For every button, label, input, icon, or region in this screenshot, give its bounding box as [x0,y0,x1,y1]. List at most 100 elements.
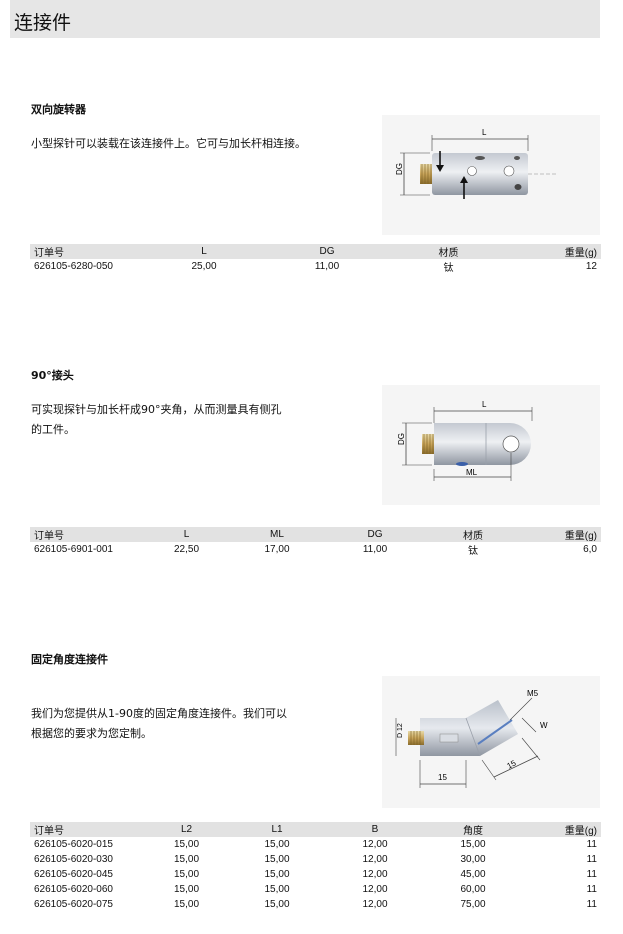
dim-label-l: L [482,400,487,409]
column-header: 重量(g) [522,822,601,837]
column-header: 订单号 [30,527,145,542]
table-row: 626105-6020-060 15,00 15,00 12,00 60,00 11 [30,882,601,897]
table-cell: 30,00 [460,854,486,865]
dim-label-dg: DG [397,433,406,445]
column-header: DG [263,244,391,259]
table-cell: 60,00 [460,884,486,895]
table-cell: 25,00 [191,261,217,272]
desc-line: 我们为您提供从1-90度的固定角度连接件。我们可以 [31,707,287,720]
table-row: 626105-6280-050 25,00 11,00 钛 12 [30,259,601,274]
table-cell: 12,00 [362,854,388,865]
table-cell: 15,00 [173,839,200,850]
spec-table-rotator: 订单号 L DG 材质 重量(g) 626105-6280-050 25,00 … [30,244,601,274]
desc-line: 小型探针可以装载在该连接件上。它可与加长杆相连接。 [31,137,306,150]
table-header-row: 订单号 L DG 材质 重量(g) [30,244,601,259]
column-header: B [326,822,424,837]
table-cell: 15,00 [173,899,200,910]
table-row: 626105-6020-075 15,00 15,00 12,00 75,00 11 [30,897,601,912]
dim-label-d12: D 12 [397,723,404,738]
section-title-rotator: 双向旋转器 [31,103,86,116]
table-header-row: 订单号 L ML DG 材质 重量(g) [30,527,601,542]
page-header: 连接件 [10,0,600,38]
section-desc-90-joint: 可实现探针与加长杆成90°夹角，从而测量具有侧孔 的工件。 [31,400,316,440]
table-cell: 12,00 [362,899,388,910]
table-cell: 12,00 [362,839,388,850]
rotator-figure: L DG [382,115,600,235]
desc-line: 的工件。 [31,423,75,436]
column-header: 角度 [424,822,522,837]
column-header: 订单号 [30,244,145,259]
table-cell: 11,00 [314,261,340,272]
column-header: L [145,527,228,542]
table-cell: 15,00 [264,869,290,880]
column-header: DG [326,527,424,542]
table-cell: 11 [586,869,597,880]
table-cell: 626105-6020-075 [34,899,113,910]
thread [422,434,436,454]
table-cell: 15,00 [264,884,290,895]
fixed-angle-figure: M5 W D 12 15 15 [382,676,600,808]
desc-line: 根据您的要求为您定制。 [31,727,152,740]
joint-body [434,423,531,465]
joint-90-figure: L DG ML [382,385,600,505]
angle-body [420,700,518,756]
table-cell: 15,00 [264,899,290,910]
table-cell: 11 [586,839,597,850]
column-header: 材质 [391,244,506,259]
column-header: 重量(g) [522,527,601,542]
column-header: 材质 [424,527,522,542]
table-cell: 45,00 [460,869,486,880]
table-cell: 11 [586,854,597,865]
spec-table-90-joint: 订单号 L ML DG 材质 重量(g) 626105-6901-001 22,… [30,527,601,557]
table-cell: 75,00 [460,899,486,910]
table-cell: 15,00 [460,839,486,850]
table-cell: 6,0 [583,544,597,555]
table-cell: 12,00 [362,869,388,880]
table-cell: 15,00 [173,884,200,895]
section-title-fixed-angle: 固定角度连接件 [31,653,108,666]
column-header: 重量(g) [506,244,601,259]
section-desc-rotator: 小型探针可以装载在该连接件上。它可与加长杆相连接。 [31,134,316,154]
desc-line: 可实现探针与加长杆成90°夹角，从而测量具有侧孔 [31,403,282,416]
thread [420,164,434,184]
dim-label-m5: M5 [527,689,539,698]
table-cell: 626105-6020-030 [34,854,113,865]
table-cell: 15,00 [264,839,290,850]
table-row: 626105-6901-001 22,50 17,00 11,00 钛 6,0 [30,542,601,557]
table-header-row: 订单号 L2 L1 B 角度 重量(g) [30,822,601,837]
table-cell: 12 [585,261,597,272]
section-title-90-joint: 90°接头 [31,369,74,382]
table-cell: 626105-6020-060 [34,884,113,895]
table-cell: 626105-6280-050 [34,261,113,272]
table-cell: 15,00 [264,854,290,865]
table-cell: 钛 [468,546,478,557]
dim-label-ml: ML [466,468,478,477]
dim-label-dg: DG [395,163,404,175]
section-desc-fixed-angle: 我们为您提供从1-90度的固定角度连接件。我们可以 根据您的要求为您定制。 [31,704,316,744]
table-cell: 626105-6020-045 [34,869,113,880]
table-cell: 15,00 [173,869,200,880]
rotator-body [432,153,528,195]
column-header: 订单号 [30,822,145,837]
thread [408,731,424,745]
table-row: 626105-6020-030 15,00 15,00 12,00 30,00 11 [30,852,601,867]
dim-label-l: L [482,128,487,137]
table-cell: 17,00 [264,544,290,555]
table-cell: 11 [586,899,597,910]
table-cell: 11 [586,884,597,895]
column-header: ML [228,527,326,542]
table-cell: 钛 [443,263,454,274]
table-cell: 22,50 [173,544,200,555]
table-row: 626105-6020-045 15,00 15,00 12,00 45,00 11 [30,867,601,882]
column-header: L1 [228,822,326,837]
column-header: L [145,244,263,259]
table-cell: 11,00 [362,544,388,555]
table-cell: 12,00 [362,884,388,895]
table-cell: 15,00 [173,854,200,865]
table-cell: 626105-6901-001 [34,544,113,555]
column-header: L2 [145,822,228,837]
dim-label-w: W [540,721,548,730]
page-title: 连接件 [14,12,72,34]
